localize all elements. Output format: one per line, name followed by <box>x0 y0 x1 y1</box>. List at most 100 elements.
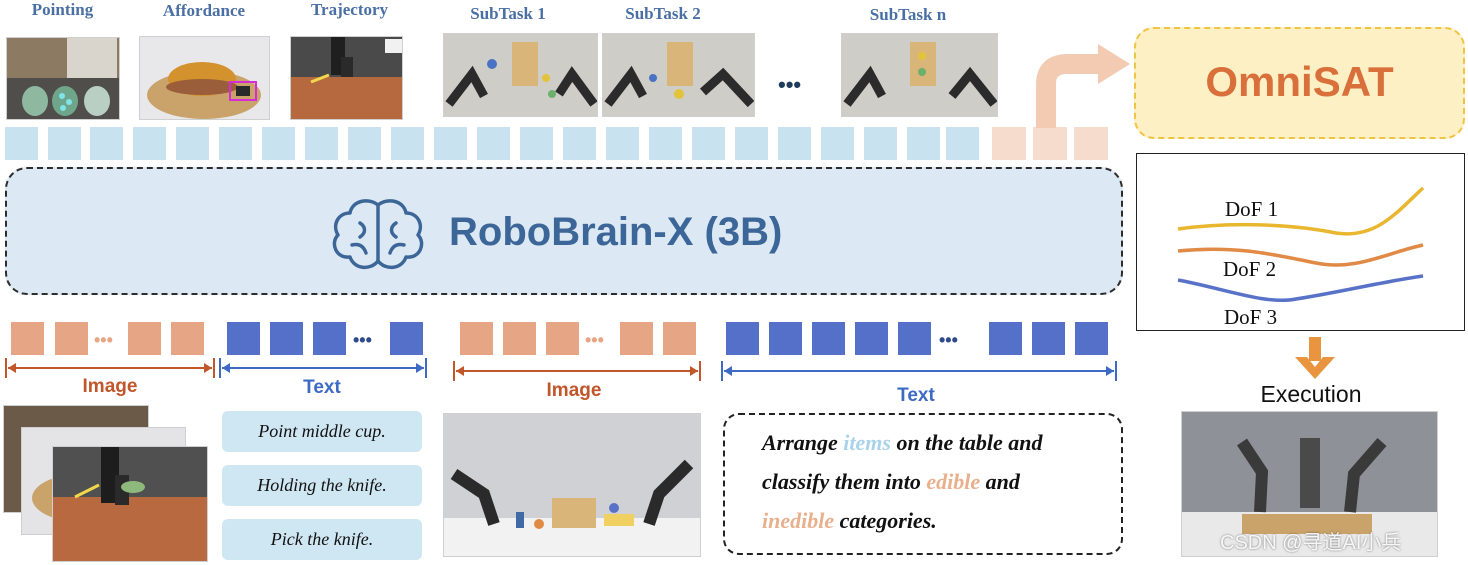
image-token <box>546 322 579 355</box>
text-token <box>898 322 931 355</box>
output-token <box>649 127 682 160</box>
image-label-left: Image <box>82 376 138 397</box>
output-token <box>305 127 338 160</box>
image-token <box>55 322 88 355</box>
down-arrow-icon <box>1295 337 1335 379</box>
output-token <box>520 127 553 160</box>
output-token <box>563 127 596 160</box>
stacked-image-front <box>52 446 208 562</box>
text-token <box>812 322 845 355</box>
image-token <box>128 322 161 355</box>
model-box <box>5 167 1123 295</box>
output-token <box>477 127 510 160</box>
subtask-ellipsis: ••• <box>778 72 802 97</box>
output-token <box>606 127 639 160</box>
text-span-arrow-right <box>721 361 1117 381</box>
output-token <box>692 127 725 160</box>
output-token <box>778 127 811 160</box>
execution-photo <box>1181 411 1438 557</box>
highlight-inedible: inedible <box>762 508 835 533</box>
text-token <box>1075 322 1108 355</box>
image-label-right: Image <box>546 380 602 401</box>
omnisat-title: OmniSAT <box>1205 58 1394 105</box>
text-token <box>769 322 802 355</box>
image-token <box>620 322 653 355</box>
pointing-photo <box>6 37 120 120</box>
curved-arrow-icon <box>1036 44 1130 128</box>
output-token <box>434 127 467 160</box>
task-label-trajectory: Trajectory <box>310 0 389 19</box>
text-token-ellipsis: ••• <box>353 330 372 350</box>
highlight-edible: edible <box>926 469 981 494</box>
output-token <box>219 127 252 160</box>
affordance-photo <box>139 36 270 120</box>
output-token <box>5 127 38 160</box>
table-scene-photo <box>443 413 701 557</box>
omnisat-box <box>1134 27 1465 139</box>
subtask-1-photo <box>443 33 598 117</box>
image-token <box>503 322 536 355</box>
highlight-items: items <box>843 430 891 455</box>
dof-3-label: DoF 3 <box>1224 305 1278 329</box>
task-label-subtask-n: SubTask n <box>869 5 947 24</box>
execution-label: Execution <box>1260 381 1362 407</box>
dof-3-curve <box>1177 274 1424 303</box>
text-label-right: Text <box>897 385 935 406</box>
output-token <box>262 127 295 160</box>
task-label-subtask-1: SubTask 1 <box>470 4 546 23</box>
output-token <box>48 127 81 160</box>
output-token <box>907 127 940 160</box>
output-token <box>176 127 209 160</box>
image-span-arrow-right <box>453 361 701 381</box>
text-token <box>726 322 759 355</box>
output-token <box>735 127 768 160</box>
dof-2-label: DoF 2 <box>1223 257 1277 281</box>
action-token <box>1074 127 1108 160</box>
output-token <box>864 127 897 160</box>
dof-2-curve <box>1177 243 1424 267</box>
dof-1-curve <box>1177 186 1425 236</box>
prompt-box: Pick the knife. <box>222 519 422 560</box>
image-token-ellipsis: ••• <box>585 330 604 350</box>
image-token <box>11 322 44 355</box>
prompt-box: Holding the knife. <box>222 465 422 506</box>
action-token <box>992 127 1026 160</box>
text-token <box>270 322 303 355</box>
instruction-box <box>723 413 1123 555</box>
image-token-ellipsis: ••• <box>94 330 113 350</box>
image-token <box>663 322 696 355</box>
output-token <box>946 127 979 160</box>
text-token <box>390 322 423 355</box>
image-token <box>171 322 204 355</box>
task-label-subtask-2: SubTask 2 <box>625 4 701 23</box>
output-token <box>90 127 123 160</box>
prompt-box: Point middle cup. <box>222 411 422 452</box>
text-token <box>313 322 346 355</box>
image-token <box>460 322 493 355</box>
action-token <box>1033 127 1067 160</box>
output-token <box>348 127 381 160</box>
model-title: RoboBrain-X (3B) <box>449 210 783 254</box>
subtask-n-photo <box>841 33 998 117</box>
output-token <box>821 127 854 160</box>
text-label-left: Text <box>303 377 341 398</box>
text-token <box>855 322 888 355</box>
dof-1-label: DoF 1 <box>1225 197 1279 221</box>
text-token <box>227 322 260 355</box>
brain-icon <box>332 199 424 270</box>
watermark: CSDN @寻道AI小兵 <box>1220 532 1402 554</box>
task-label-pointing: Pointing <box>31 0 94 19</box>
output-token <box>391 127 424 160</box>
text-token <box>1032 322 1065 355</box>
trajectory-photo <box>290 36 403 120</box>
task-label-affordance: Affordance <box>162 1 246 20</box>
image-span-arrow-left <box>5 358 215 378</box>
dof-panel <box>1136 153 1465 331</box>
instruction-text: Arrange items on the table and classify … <box>762 430 1043 533</box>
text-token <box>989 322 1022 355</box>
subtask-2-photo <box>602 33 755 117</box>
text-token-ellipsis: ••• <box>939 330 958 350</box>
output-token <box>133 127 166 160</box>
dof-curves <box>1177 186 1425 303</box>
text-span-arrow-left <box>219 358 427 378</box>
